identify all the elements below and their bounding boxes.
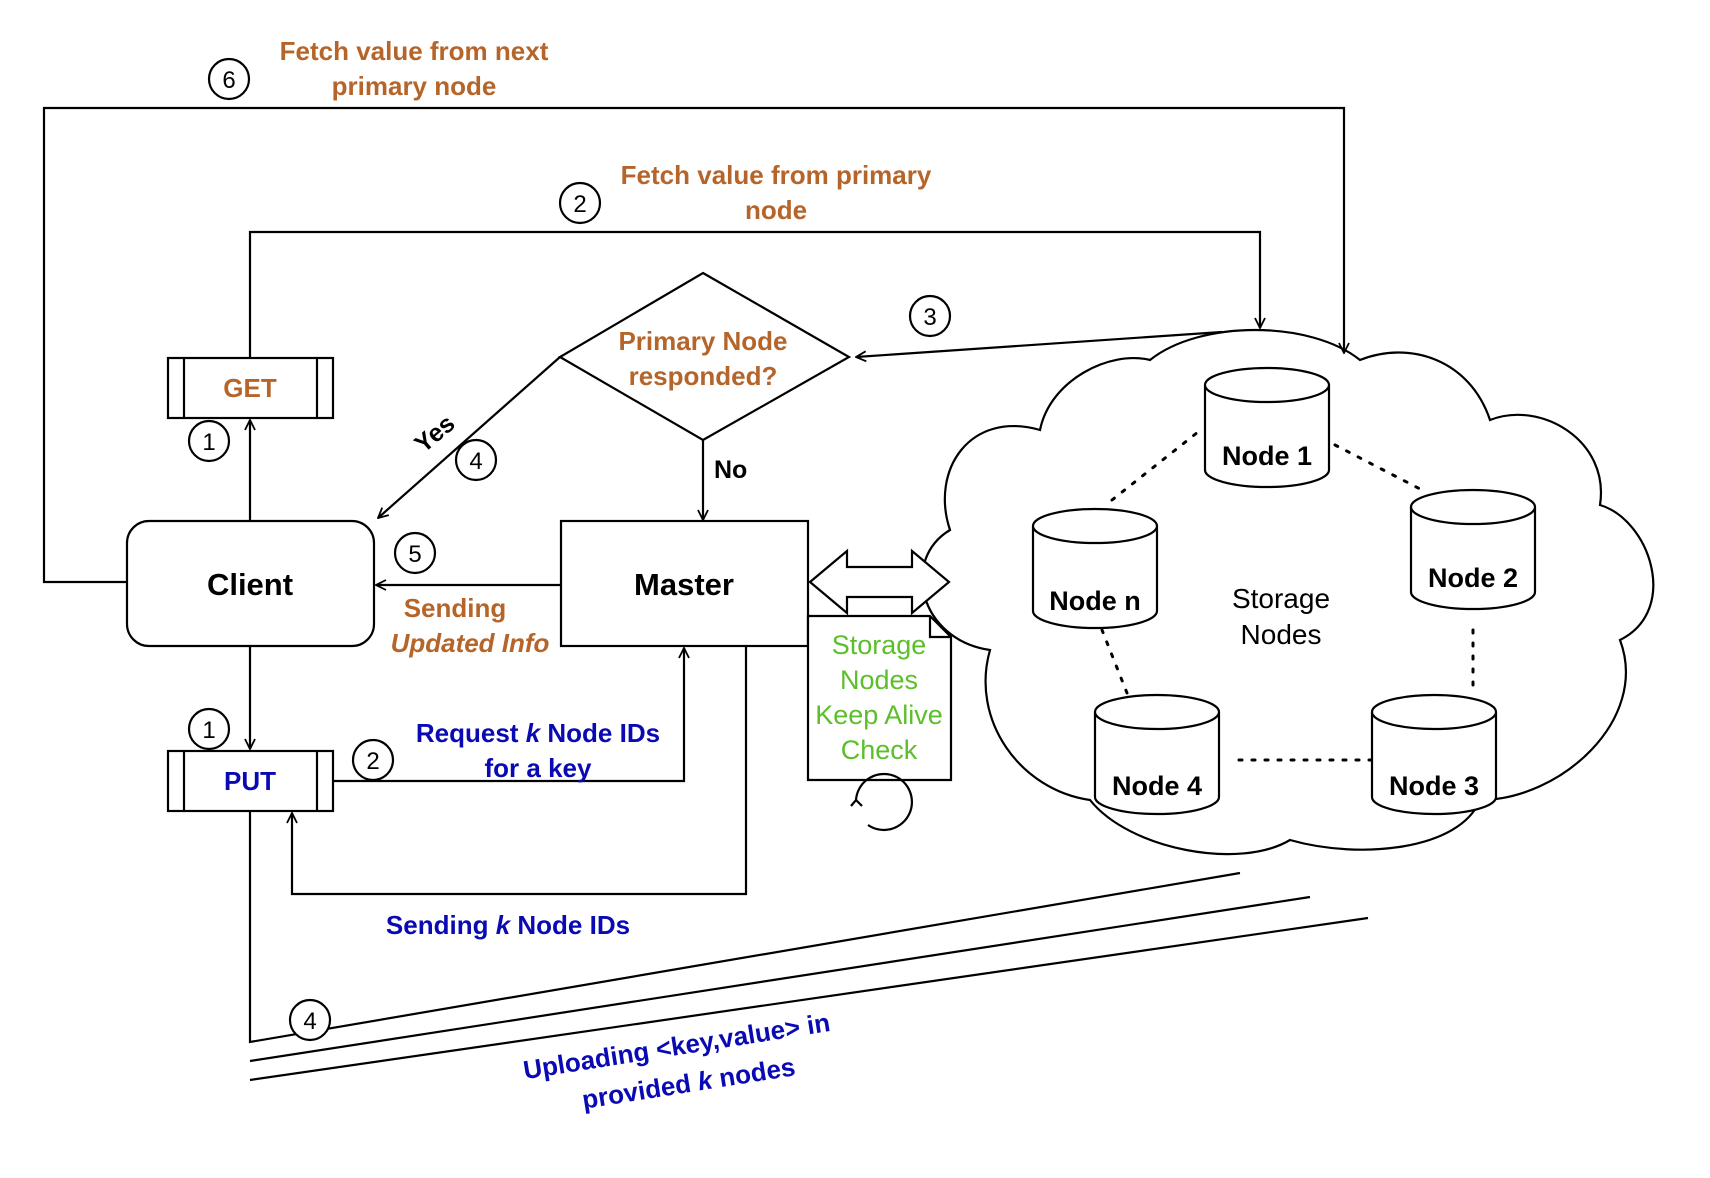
sending-updated-line2: Updated Info: [391, 628, 550, 658]
link-noden-node1: [1110, 430, 1200, 502]
client-box: Client: [125, 519, 376, 648]
keepalive-line3: Keep Alive: [815, 700, 943, 730]
svg-text:1: 1: [202, 717, 215, 744]
storage-node-1: Node 1: [1203, 366, 1331, 489]
put-label: PUT: [224, 766, 276, 796]
svg-text:4: 4: [303, 1008, 316, 1035]
step-1-put: 1: [187, 707, 231, 751]
fetch-next-line2: primary node: [332, 71, 497, 101]
link-node4-noden: [1100, 628, 1129, 695]
client-label: Client: [207, 567, 293, 602]
arrow-sending-node-ids: [292, 646, 748, 896]
storage-node-4: Node 4: [1093, 693, 1221, 816]
node-3-label: Node 3: [1389, 771, 1479, 801]
node-1-label: Node 1: [1222, 441, 1312, 471]
keepalive-line4: Check: [841, 735, 918, 765]
arrow-response-check: [856, 330, 1223, 357]
step-3: 3: [908, 294, 952, 338]
double-arrow-keepalive: [808, 548, 951, 616]
svg-text:1: 1: [202, 429, 215, 456]
sending-node-ids-label: Sending k Node IDs: [386, 910, 630, 940]
svg-text:5: 5: [408, 541, 421, 568]
arrow-fetch-next-primary: [42, 106, 1344, 584]
request-label-line2: for a key: [485, 753, 592, 783]
keepalive-note: Storage Nodes Keep Alive Check: [806, 614, 953, 782]
arrow-request-node-ids: [333, 648, 684, 783]
keepalive-line1: Storage: [832, 630, 927, 660]
storage-node-2: Node 2: [1409, 488, 1537, 611]
put-box: PUT: [166, 749, 335, 813]
fetch-primary-line2: node: [745, 195, 807, 225]
decision-label-line2: responded?: [629, 361, 778, 391]
arrow-yes: [378, 356, 561, 518]
node-4-label: Node 4: [1112, 771, 1202, 801]
link-node1-node2: [1333, 443, 1424, 492]
svg-text:2: 2: [366, 748, 379, 775]
get-box: GET: [166, 356, 335, 420]
step-2-put: 2: [351, 738, 395, 782]
storage-nodes-label-line2: Nodes: [1241, 619, 1322, 650]
svg-text:3: 3: [923, 304, 936, 331]
svg-text:4: 4: [469, 448, 482, 475]
svg-text:2: 2: [573, 191, 586, 218]
arrow-fetch-primary: [248, 230, 1260, 358]
keepalive-line2: Nodes: [840, 665, 918, 695]
step-5: 5: [393, 531, 437, 575]
storage-nodes-label-line1: Storage: [1232, 583, 1330, 614]
fetch-primary-line1: Fetch value from primary: [621, 160, 932, 190]
fetch-next-line1: Fetch value from next: [280, 36, 549, 66]
sending-updated-line1: Sending: [404, 593, 507, 623]
master-box: Master: [559, 519, 810, 648]
master-label: Master: [634, 567, 734, 602]
get-label: GET: [223, 373, 277, 403]
step-4-upload: 4: [288, 998, 332, 1042]
loop-icon: [850, 772, 914, 832]
request-label-line1: Request k Node IDs: [416, 718, 660, 748]
node-n-label: Node n: [1049, 586, 1141, 616]
decision-primary-responded: Primary Node responded?: [557, 271, 852, 442]
step-6: 6: [207, 57, 251, 101]
node-2-label: Node 2: [1428, 563, 1518, 593]
storage-node-3: Node 3: [1370, 693, 1498, 816]
upload-lines: [248, 811, 1369, 1082]
decision-label-line1: Primary Node: [618, 326, 787, 356]
svg-text:6: 6: [222, 67, 235, 94]
step-1-get: 1: [187, 419, 231, 463]
storage-node-n: Node n: [1031, 507, 1159, 630]
step-4-yes: 4: [454, 438, 498, 482]
step-2-fetch: 2: [558, 181, 602, 225]
no-label: No: [714, 456, 747, 484]
